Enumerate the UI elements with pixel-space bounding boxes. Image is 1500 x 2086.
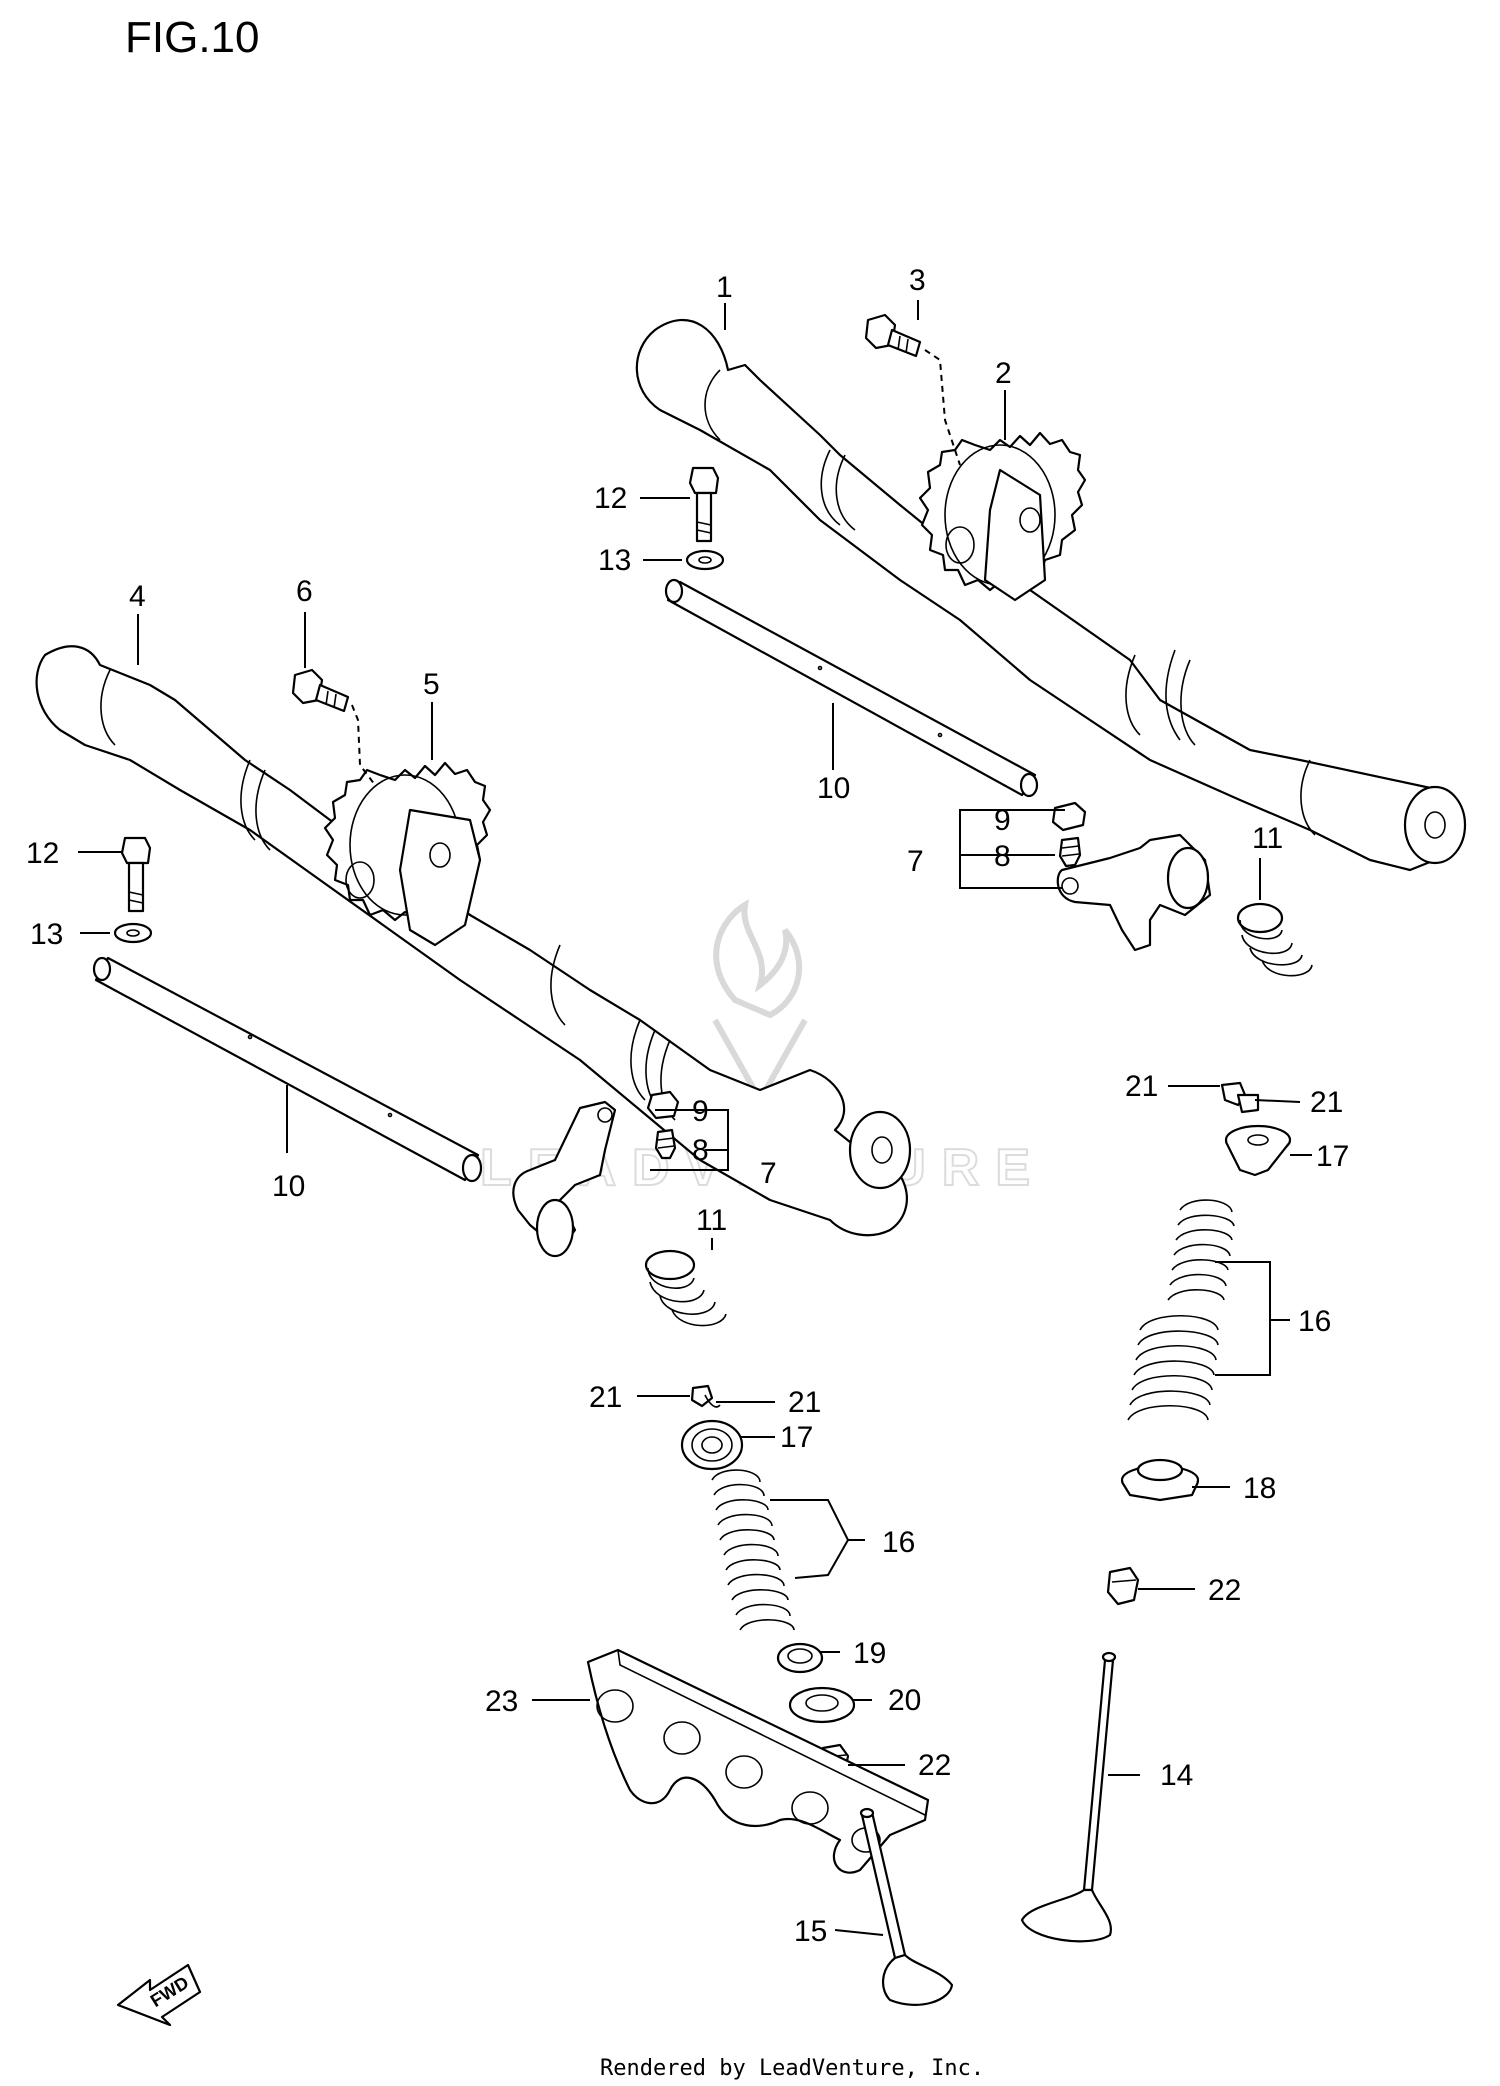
upper-rocker-spring xyxy=(1236,902,1313,977)
callout-10-upper: 10 xyxy=(817,772,850,805)
callout-1: 1 xyxy=(716,271,733,304)
lower-camshaft xyxy=(35,645,912,1237)
lower-shaft-bolt xyxy=(120,836,152,913)
callout-6: 6 xyxy=(296,575,313,608)
callout-labels: 1 2 3 4 5 6 12 13 12 13 10 10 9 8 7 11 9… xyxy=(26,264,1349,1948)
intake-valve xyxy=(859,1807,954,2006)
upper-rocker-arm xyxy=(1056,833,1212,952)
lower-sprocket-bolt xyxy=(291,668,376,786)
cylinder-head-plate xyxy=(586,1648,930,1874)
upper-rocker-shaft xyxy=(664,578,1039,798)
left-valve-cotters xyxy=(690,1384,721,1408)
right-valve-cotters xyxy=(1220,1081,1260,1114)
callout-5: 5 xyxy=(423,668,440,701)
callout-19: 19 xyxy=(853,1637,886,1670)
upper-sprocket-bolt xyxy=(864,313,961,466)
callout-21-left-a: 21 xyxy=(589,1381,622,1414)
callout-23: 23 xyxy=(485,1685,518,1718)
callout-12-lower: 12 xyxy=(26,837,59,870)
right-stem-seal xyxy=(1106,1566,1140,1606)
forward-arrow-icon: FWD xyxy=(116,1963,202,2027)
left-spring-retainer xyxy=(680,1419,744,1471)
upper-cam-sprocket xyxy=(918,431,1087,602)
callout-7-lower: 7 xyxy=(760,1157,777,1190)
upper-shaft-washer xyxy=(685,549,725,571)
callout-17-right: 17 xyxy=(1316,1140,1349,1173)
left-valve-spring xyxy=(711,1469,795,1631)
callout-16-left: 16 xyxy=(882,1526,915,1559)
upper-adjust-nut xyxy=(1051,801,1087,832)
callout-20: 20 xyxy=(888,1684,921,1717)
callout-7-upper: 7 xyxy=(907,845,924,878)
lower-rocker-spring xyxy=(644,1249,727,1327)
lower-cam-sprocket xyxy=(323,761,492,947)
right-valve-spring xyxy=(1127,1199,1235,1421)
callout-21-right-a: 21 xyxy=(1125,1070,1158,1103)
callout-13-lower: 13 xyxy=(30,918,63,951)
upper-adjust-screw xyxy=(1058,836,1082,868)
figure-title: FIG.10 xyxy=(125,13,260,62)
callout-8-upper: 8 xyxy=(994,840,1011,873)
callout-11-upper: 11 xyxy=(1252,822,1283,855)
footer-credit: Rendered by LeadVenture, Inc. xyxy=(600,2056,984,2081)
left-spring-seat xyxy=(776,1642,824,1674)
callout-14: 14 xyxy=(1160,1759,1193,1792)
callout-8-lower: 8 xyxy=(692,1134,709,1167)
callout-16-right: 16 xyxy=(1298,1305,1331,1338)
lower-adjust-screw xyxy=(654,1128,677,1160)
exhaust-valve xyxy=(1020,1651,1117,1943)
upper-camshaft xyxy=(635,318,1467,872)
callout-2: 2 xyxy=(995,357,1012,390)
callout-3: 3 xyxy=(909,264,926,297)
lower-shaft-washer xyxy=(113,922,153,944)
callout-9-lower: 9 xyxy=(692,1095,709,1128)
lower-rocker-arm xyxy=(512,1100,617,1258)
leader-lines xyxy=(78,300,1312,1936)
callout-21-left-b: 21 xyxy=(788,1386,821,1419)
callout-11-lower: 11 xyxy=(696,1204,727,1237)
upper-shaft-bolt xyxy=(688,466,720,543)
callout-21-right-b: 21 xyxy=(1310,1086,1343,1119)
left-valve-washer xyxy=(788,1686,856,1724)
right-spring-retainer xyxy=(1224,1124,1292,1177)
callout-18: 18 xyxy=(1243,1472,1276,1505)
callout-9-upper: 9 xyxy=(994,804,1011,837)
callout-17-left: 17 xyxy=(780,1421,813,1454)
callout-22-left: 22 xyxy=(918,1749,951,1782)
callout-15: 15 xyxy=(794,1915,827,1948)
callout-13-upper: 13 xyxy=(598,544,631,577)
callout-10-lower: 10 xyxy=(272,1170,305,1203)
lower-rocker-shaft xyxy=(92,956,483,1183)
right-spring-seat xyxy=(1120,1458,1200,1502)
callout-12-upper: 12 xyxy=(594,482,627,515)
lower-adjust-nut xyxy=(646,1090,680,1120)
callout-4: 4 xyxy=(129,580,146,613)
callout-22-right: 22 xyxy=(1208,1574,1241,1607)
